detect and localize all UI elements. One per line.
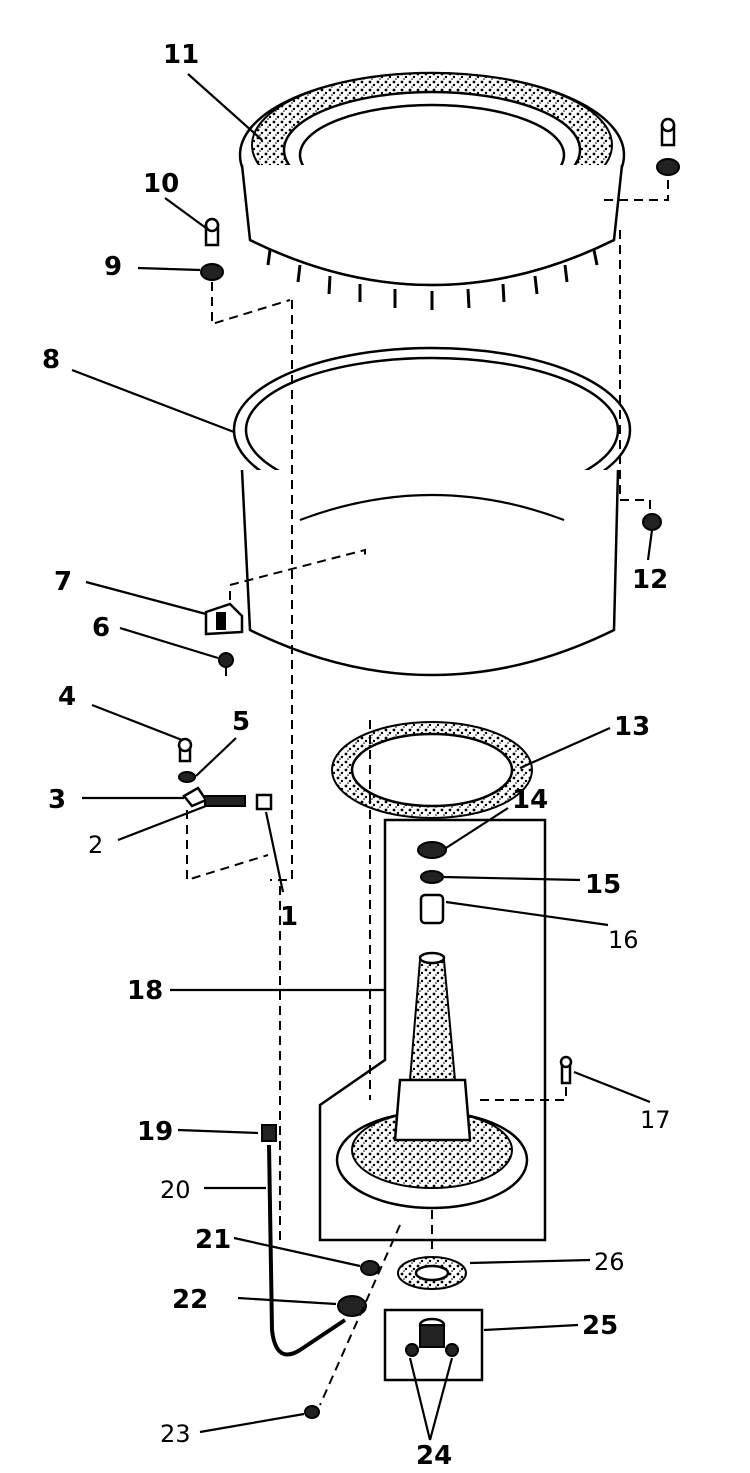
callout-26: 26: [594, 1248, 625, 1276]
callout-6: 6: [92, 613, 110, 643]
part-22-fitting: [337, 1295, 367, 1317]
part-20-hose: [267, 1144, 347, 1357]
callout-1: 1: [280, 902, 298, 932]
callout-25: 25: [582, 1311, 618, 1341]
callout-14: 14: [512, 785, 548, 815]
part-10-bolt: [204, 217, 220, 247]
callout-20: 20: [160, 1176, 191, 1204]
part-3-clip: [182, 786, 208, 808]
part-18-group-box: [318, 818, 547, 1242]
callout-16: 16: [608, 926, 639, 954]
callout-24: 24: [416, 1441, 452, 1471]
callout-12: 12: [632, 565, 668, 595]
callout-5: 5: [232, 707, 250, 737]
part-11-balance-ring: [238, 71, 626, 310]
callout-21: 21: [195, 1225, 231, 1255]
callout-11: 11: [163, 40, 199, 70]
callout-2: 2: [88, 831, 103, 859]
part-8-outer-tub: [232, 346, 632, 677]
part-17-screw: [559, 1055, 573, 1085]
part-12-nut: [642, 513, 662, 531]
part-26-washer: [397, 1256, 467, 1290]
callout-9: 9: [104, 252, 122, 282]
callout-23: 23: [160, 1420, 191, 1448]
callout-4: 4: [58, 682, 76, 712]
part-4-screw: [177, 737, 193, 763]
callout-13: 13: [614, 712, 650, 742]
part-6-nut: [218, 652, 234, 668]
callout-17: 17: [640, 1106, 671, 1134]
part-19-cap: [261, 1124, 277, 1142]
callout-15: 15: [585, 870, 621, 900]
part-18-mounting-base: [335, 951, 529, 1210]
part-21-nut: [360, 1260, 380, 1276]
part-15-washer: [420, 870, 444, 884]
part-14-seal: [417, 841, 447, 859]
part-13-gasket: [331, 721, 533, 819]
callout-22: 22: [172, 1285, 208, 1315]
part-23-screw: [304, 1405, 320, 1419]
part-5-washer: [178, 771, 196, 783]
callout-7: 7: [54, 567, 72, 597]
part-16-bushing: [419, 893, 445, 925]
callout-labels: 11 10 9 8 7 6 4 5 3 2 1 12 13 14 15 16 1…: [42, 40, 671, 1471]
callout-8: 8: [42, 345, 60, 375]
part-24-bolts: [405, 1343, 459, 1357]
part-1-block: [255, 793, 273, 811]
right-top-bolt: [656, 117, 680, 176]
leader-lines: [71, 73, 654, 1441]
callout-3: 3: [48, 785, 66, 815]
callout-19: 19: [137, 1117, 173, 1147]
part-2-spring: [204, 795, 246, 807]
callout-10: 10: [143, 169, 179, 199]
part-25-group-box: [383, 1308, 484, 1382]
callout-18: 18: [127, 976, 163, 1006]
part-7-bracket: [204, 602, 244, 636]
part-25-hub: [418, 1317, 446, 1348]
part-9-nut: [200, 263, 224, 281]
assembly-dashed-lines: [186, 180, 669, 1406]
